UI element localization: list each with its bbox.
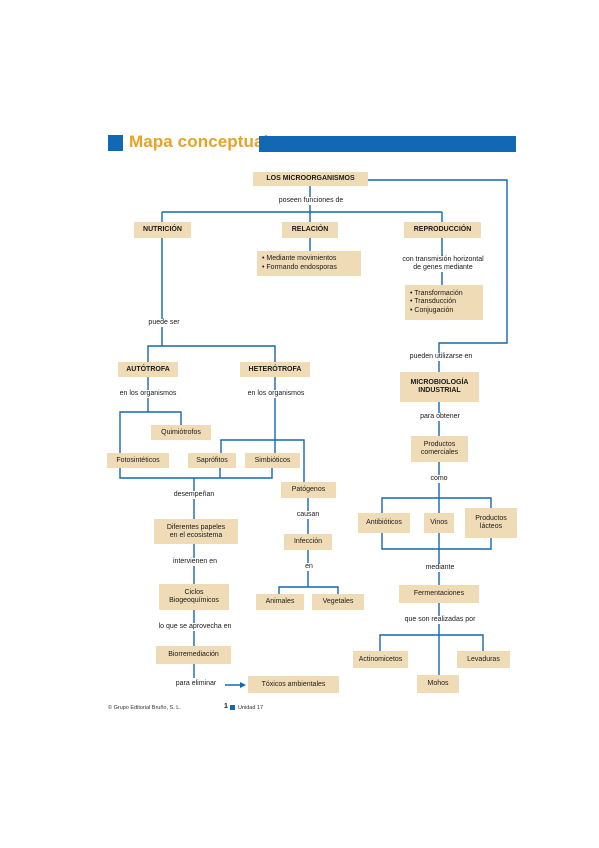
node-saprofitos: Saprófitos xyxy=(188,453,236,468)
node-productos: Productos comerciales xyxy=(411,436,468,462)
node-autotrofa: AUTÓTROFA xyxy=(118,362,178,377)
node-simbioticos: Simbióticos xyxy=(245,453,300,468)
page-marker xyxy=(230,705,235,710)
page-number: 1 xyxy=(224,703,228,710)
node-root: LOS MICROORGANISMOS xyxy=(253,172,368,186)
node-animales: Animales xyxy=(256,594,304,610)
list-item: • Mediante movimientos xyxy=(262,255,337,262)
list-item: • Conjugación xyxy=(410,306,454,314)
connector-en-organismos-1: en los organismos xyxy=(107,390,189,398)
connector-desempenan: desempeñan xyxy=(165,491,223,499)
node-fermentaciones: Fermentaciones xyxy=(399,585,479,603)
node-relacion: RELACIÓN xyxy=(282,222,338,238)
node-lacteos: Productos lácteos xyxy=(465,508,517,538)
node-fotosinteticos: Fotosintéticos xyxy=(107,453,169,468)
title-square xyxy=(108,135,123,151)
node-reproduccion-list: • Transformación • Transducción • Conjug… xyxy=(405,285,483,320)
connector-intervienen: intervienen en xyxy=(163,558,227,566)
footer-unit: Unidad 17 xyxy=(238,705,264,711)
node-relacion-list: • Mediante movimientos • Formando endosp… xyxy=(257,251,361,276)
node-ciclos: Ciclos Biogeoquímicos xyxy=(159,584,229,610)
connector-para-eliminar: para eliminar xyxy=(167,680,225,688)
node-mohos: Mohos xyxy=(417,675,459,693)
connector-mediante: mediante xyxy=(417,564,463,572)
title-bar xyxy=(259,136,516,152)
node-microbiologia: MICROBIOLOGÍA INDUSTRIAL xyxy=(400,372,479,402)
page-title: Mapa conceptual xyxy=(129,132,269,151)
connector-como: como xyxy=(425,475,453,483)
node-patogenos: Patógenos xyxy=(281,482,336,498)
connector-pueden-utilizarse: pueden utilizarse en xyxy=(396,353,486,361)
footer-copyright: © Grupo Editorial Bruño, S. L. xyxy=(108,705,181,711)
list-item: • Transformación xyxy=(410,289,463,297)
node-vegetales: Vegetales xyxy=(312,594,364,610)
connector-aprovecha: lo que se aprovecha en xyxy=(146,623,244,631)
node-papeles: Diferentes papeles en el ecosistema xyxy=(154,519,238,544)
connector-realizadas: que son realizadas por xyxy=(390,616,490,624)
node-heterotrofa: HETERÓTROFA xyxy=(240,362,310,377)
list-item: • Formando endosporas xyxy=(262,263,337,271)
node-biorremediacion: Biorremediación xyxy=(156,646,231,664)
connector-causan: causan xyxy=(290,511,326,519)
node-nutricion: NUTRICIÓN xyxy=(134,222,191,238)
list-item: • Transducción xyxy=(410,298,457,306)
node-vinos: Vinos xyxy=(424,513,454,533)
node-levaduras: Levaduras xyxy=(457,651,510,668)
node-reproduccion: REPRODUCCIÓN xyxy=(404,222,481,238)
connector-transmision: con transmisión horizontal de genes medi… xyxy=(390,256,496,272)
node-infeccion: Infección xyxy=(284,534,332,550)
node-toxicos: Tóxicos ambientales xyxy=(248,676,339,693)
node-actinomicetos: Actinomicetos xyxy=(353,651,408,668)
connector-en-organismos-2: en los organismos xyxy=(236,390,316,398)
connector-en: en xyxy=(299,563,319,571)
connector-puede-ser: puede ser xyxy=(140,319,188,327)
connector-poseen: poseen funciones de xyxy=(264,197,358,205)
node-quimiotrofos: Quimiótrofos xyxy=(151,425,211,440)
connector-para-obtener: para obtener xyxy=(412,413,468,421)
node-antibioticos: Antibióticos xyxy=(358,513,410,533)
